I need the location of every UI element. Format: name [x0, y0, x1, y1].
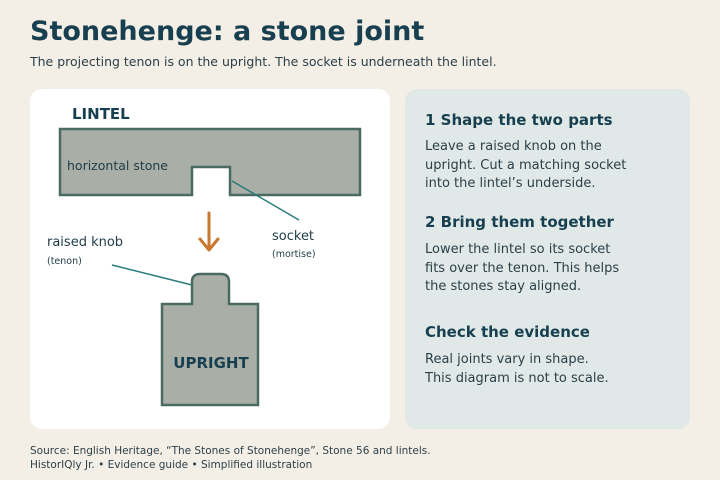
step-2-line: fits over the tenon. This helps: [425, 260, 620, 276]
step-2-heading: 2 Bring them together: [425, 213, 614, 231]
page-subtitle: The projecting tenon is on the upright. …: [30, 54, 497, 69]
knob-leader-line: [111, 264, 193, 286]
step-1-heading: 1 Shape the two parts: [425, 111, 613, 129]
evidence-body: Real joints vary in shape. This diagram …: [425, 351, 675, 388]
credit-line: HistorIQly Jr. • Evidence guide • Simpli…: [30, 459, 313, 471]
upright-stone: [160, 272, 260, 407]
page-title: Stonehenge: a stone joint: [30, 16, 425, 47]
socket-sublabel: (mortise): [272, 249, 316, 260]
upright-label: UPRIGHT: [173, 354, 249, 372]
evidence-line: Real joints vary in shape.: [425, 352, 589, 367]
knob-sublabel: (tenon): [47, 256, 82, 267]
step-2-body: Lower the lintel so its socket fits over…: [425, 241, 675, 297]
evidence-line: This diagram is not to scale.: [425, 370, 609, 386]
lower-arrow-icon: [198, 211, 220, 252]
socket-label: socket: [272, 229, 314, 244]
step-1-line: into the lintel’s underside.: [425, 176, 596, 191]
steps-card: 1 Shape the two parts Leave a raised kno…: [405, 89, 690, 429]
step-2-line: the stones stay aligned.: [425, 279, 582, 294]
step-2-line: Lower the lintel so its socket: [425, 242, 611, 257]
socket-leader-line: [231, 180, 300, 221]
diagram-card: LINTEL horizontal stone socket (mortise)…: [30, 89, 390, 429]
lintel-caption: horizontal stone: [67, 158, 168, 173]
source-note: Source: English Heritage, “The Stones of…: [30, 445, 431, 457]
step-1-body: Leave a raised knob on the upright. Cut …: [425, 138, 675, 194]
lintel-stone: [58, 127, 362, 197]
evidence-heading: Check the evidence: [425, 323, 590, 341]
knob-label: raised knob: [47, 235, 123, 250]
step-1-line: Leave a raised knob on the: [425, 139, 602, 154]
lintel-label: LINTEL: [72, 105, 130, 123]
step-1-line: upright. Cut a matching socket: [425, 157, 627, 173]
joint-diagram: LINTEL horizontal stone socket (mortise)…: [47, 105, 362, 407]
